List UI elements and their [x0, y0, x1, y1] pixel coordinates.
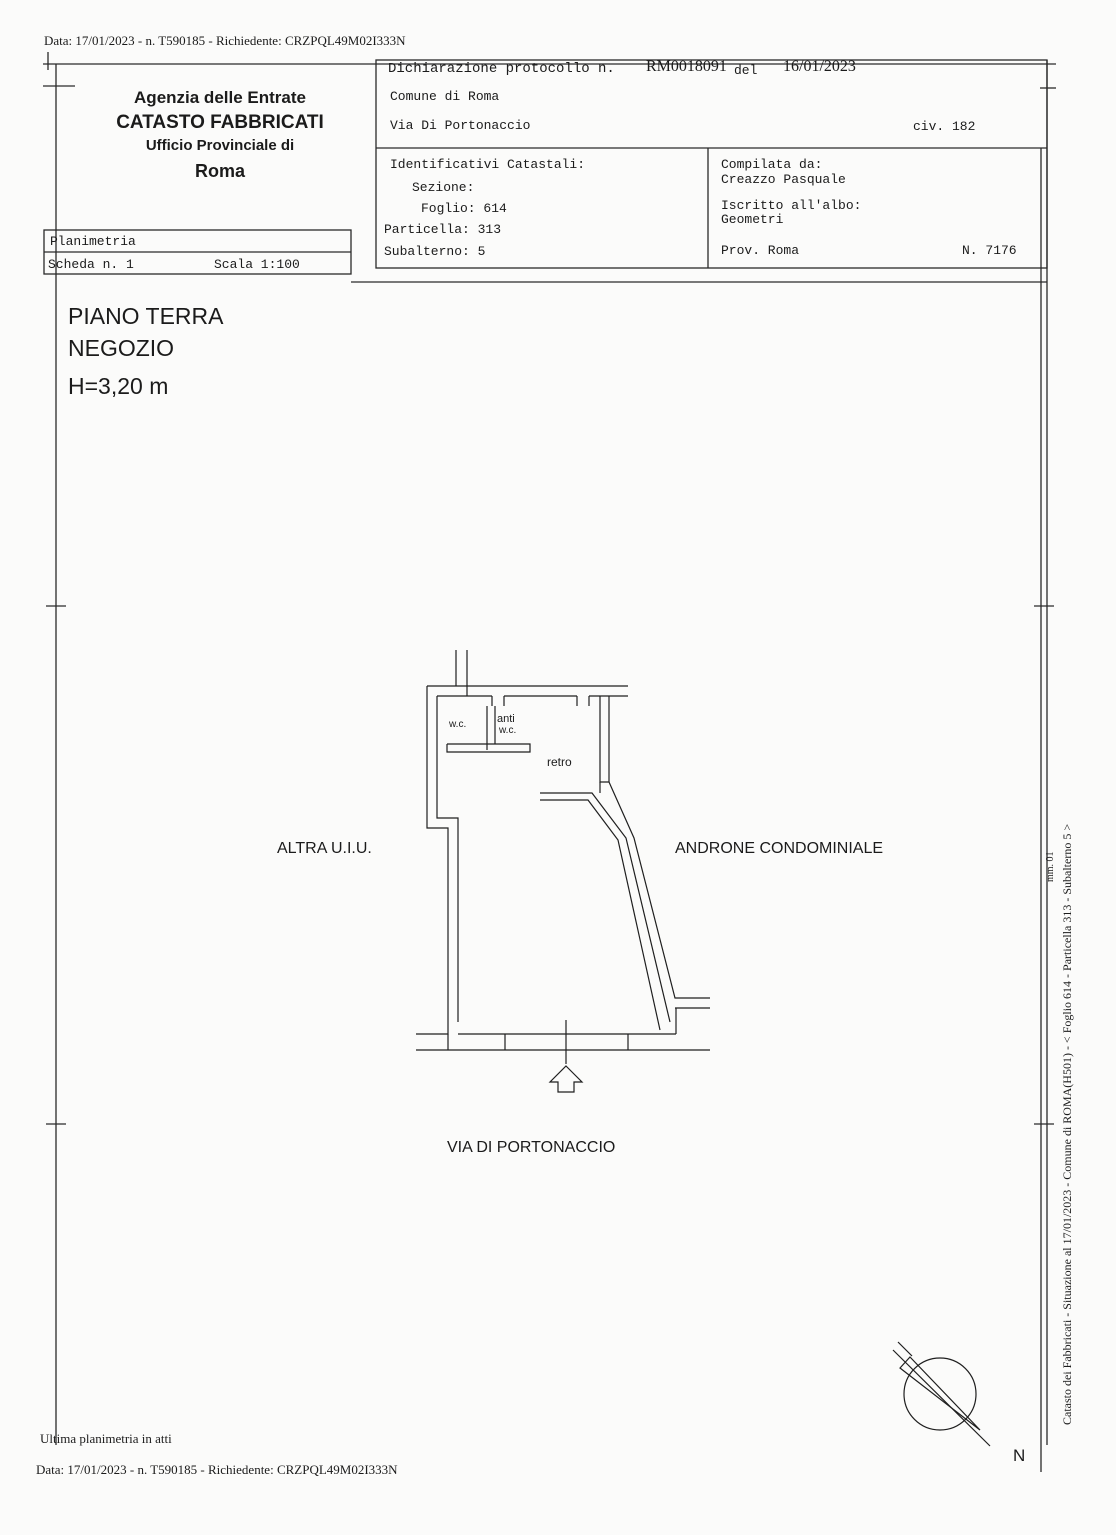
- register-value: Geometri: [721, 212, 784, 227]
- street-name: Via Di Portonaccio: [390, 118, 531, 133]
- agency-name: Agenzia delle Entrate: [134, 88, 306, 107]
- protocol-number: RM0018091: [646, 58, 727, 75]
- room-retro: retro: [547, 755, 572, 769]
- sheet-number: Scheda n. 1: [48, 257, 134, 272]
- subalterno: Subalterno: 5: [384, 244, 486, 259]
- civic-number: civ. 182: [913, 119, 976, 134]
- plan-height: H=3,20 m: [68, 373, 169, 399]
- agency-office: Ufficio Provinciale di: [145, 137, 295, 154]
- north-label: N: [1013, 1446, 1026, 1465]
- register-number: N. 7176: [962, 243, 1017, 258]
- protocol-date: 16/01/2023: [783, 58, 856, 75]
- street-label: VIA DI PORTONACCIO: [447, 1139, 616, 1156]
- area-right: ANDRONE CONDOMINIALE: [675, 840, 884, 857]
- municipality: Comune di Roma: [390, 89, 500, 104]
- register-label: Iscritto all'albo:: [721, 198, 862, 213]
- plan-floor: PIANO TERRA: [68, 303, 224, 329]
- sheet-type: Planimetria: [50, 234, 136, 249]
- last-plan-note: Ultima planimetria in atti: [40, 1431, 172, 1446]
- sezione: Sezione:: [412, 180, 475, 195]
- agency-city: Roma: [194, 161, 245, 181]
- side-note: Catasto dei Fabbricati - Situazione al 1…: [1060, 823, 1074, 1425]
- particella: Particella: 313: [384, 222, 502, 237]
- date-label: del: [734, 63, 758, 78]
- protocol-label: Dichiarazione protocollo n.: [388, 61, 615, 77]
- plan-use: NEGOZIO: [68, 335, 175, 361]
- sheet-scale: Scala 1:100: [214, 257, 300, 272]
- room-anti: anti: [497, 713, 515, 725]
- stamp-mark: mm. 01: [1045, 851, 1056, 882]
- request-footer: Data: 17/01/2023 - n. T590185 - Richiede…: [36, 1462, 398, 1477]
- plan-title: PIANO TERRA NEGOZIO H=3,20 m: [68, 300, 224, 402]
- foglio: Foglio: 614: [421, 201, 507, 216]
- north-arrow-icon: [892, 1341, 991, 1447]
- request-header: Data: 17/01/2023 - n. T590185 - Richiede…: [44, 33, 406, 48]
- agency-dept: CATASTO FABBRICATI: [116, 112, 324, 133]
- compiler-title: Compilata da:: [721, 157, 823, 172]
- identifiers-title: Identificativi Catastali:: [390, 157, 586, 172]
- compiler-name: Creazzo Pasquale: [721, 172, 846, 187]
- area-left: ALTRA U.I.U.: [277, 840, 372, 857]
- room-anti-wc: w.c.: [499, 725, 517, 736]
- agency-block: Agenzia delle Entrate CATASTO FABBRICATI…: [60, 88, 380, 182]
- province: Prov. Roma: [721, 243, 800, 258]
- room-wc: w.c.: [449, 719, 467, 730]
